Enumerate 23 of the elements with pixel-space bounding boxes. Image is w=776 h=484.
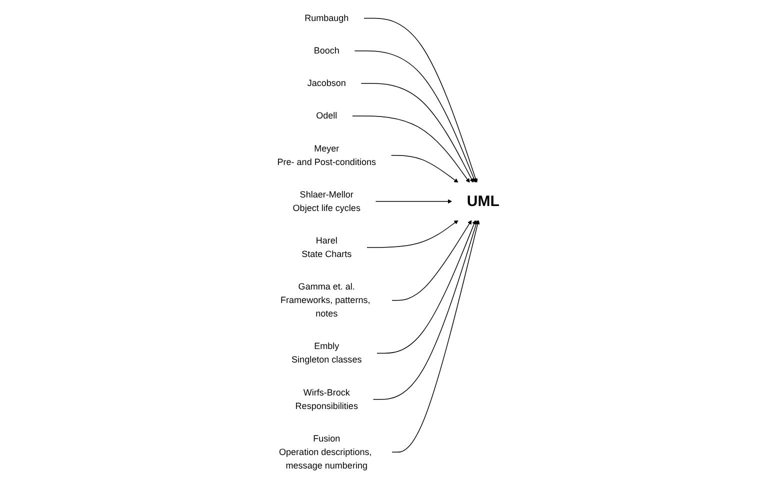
node-text: Rumbaugh: [304, 13, 349, 24]
arrow: [363, 18, 478, 183]
node-text: Gamma et. al. Frameworks, patterns, notes: [280, 282, 370, 319]
arrow: [391, 220, 480, 453]
arrow: [372, 220, 478, 400]
node-text: Wirfs-Brock Responsibilities: [295, 387, 358, 411]
arrow: [390, 154, 458, 183]
node-text: Embly Singleton classes: [292, 341, 362, 365]
node-text: Jacobson: [307, 78, 346, 88]
arrow: [354, 50, 476, 183]
node-text: Harel State Charts: [302, 235, 352, 260]
arrow: [391, 220, 472, 301]
node-text: Shlaer-Mellor Object life cycles: [292, 189, 360, 213]
node-text: Booch: [314, 46, 340, 56]
node-text: UML: [466, 193, 500, 210]
node-text: Fusion Operation descriptions, message numbering: [278, 433, 372, 470]
node-text: Odell: [316, 110, 338, 121]
arrow: [366, 220, 458, 248]
arrow: [352, 116, 470, 183]
arrow: [376, 220, 476, 354]
node-text: Meyer Pre- and Post-conditions: [277, 143, 376, 167]
arrow: [360, 83, 474, 183]
arrow: [375, 199, 452, 204]
